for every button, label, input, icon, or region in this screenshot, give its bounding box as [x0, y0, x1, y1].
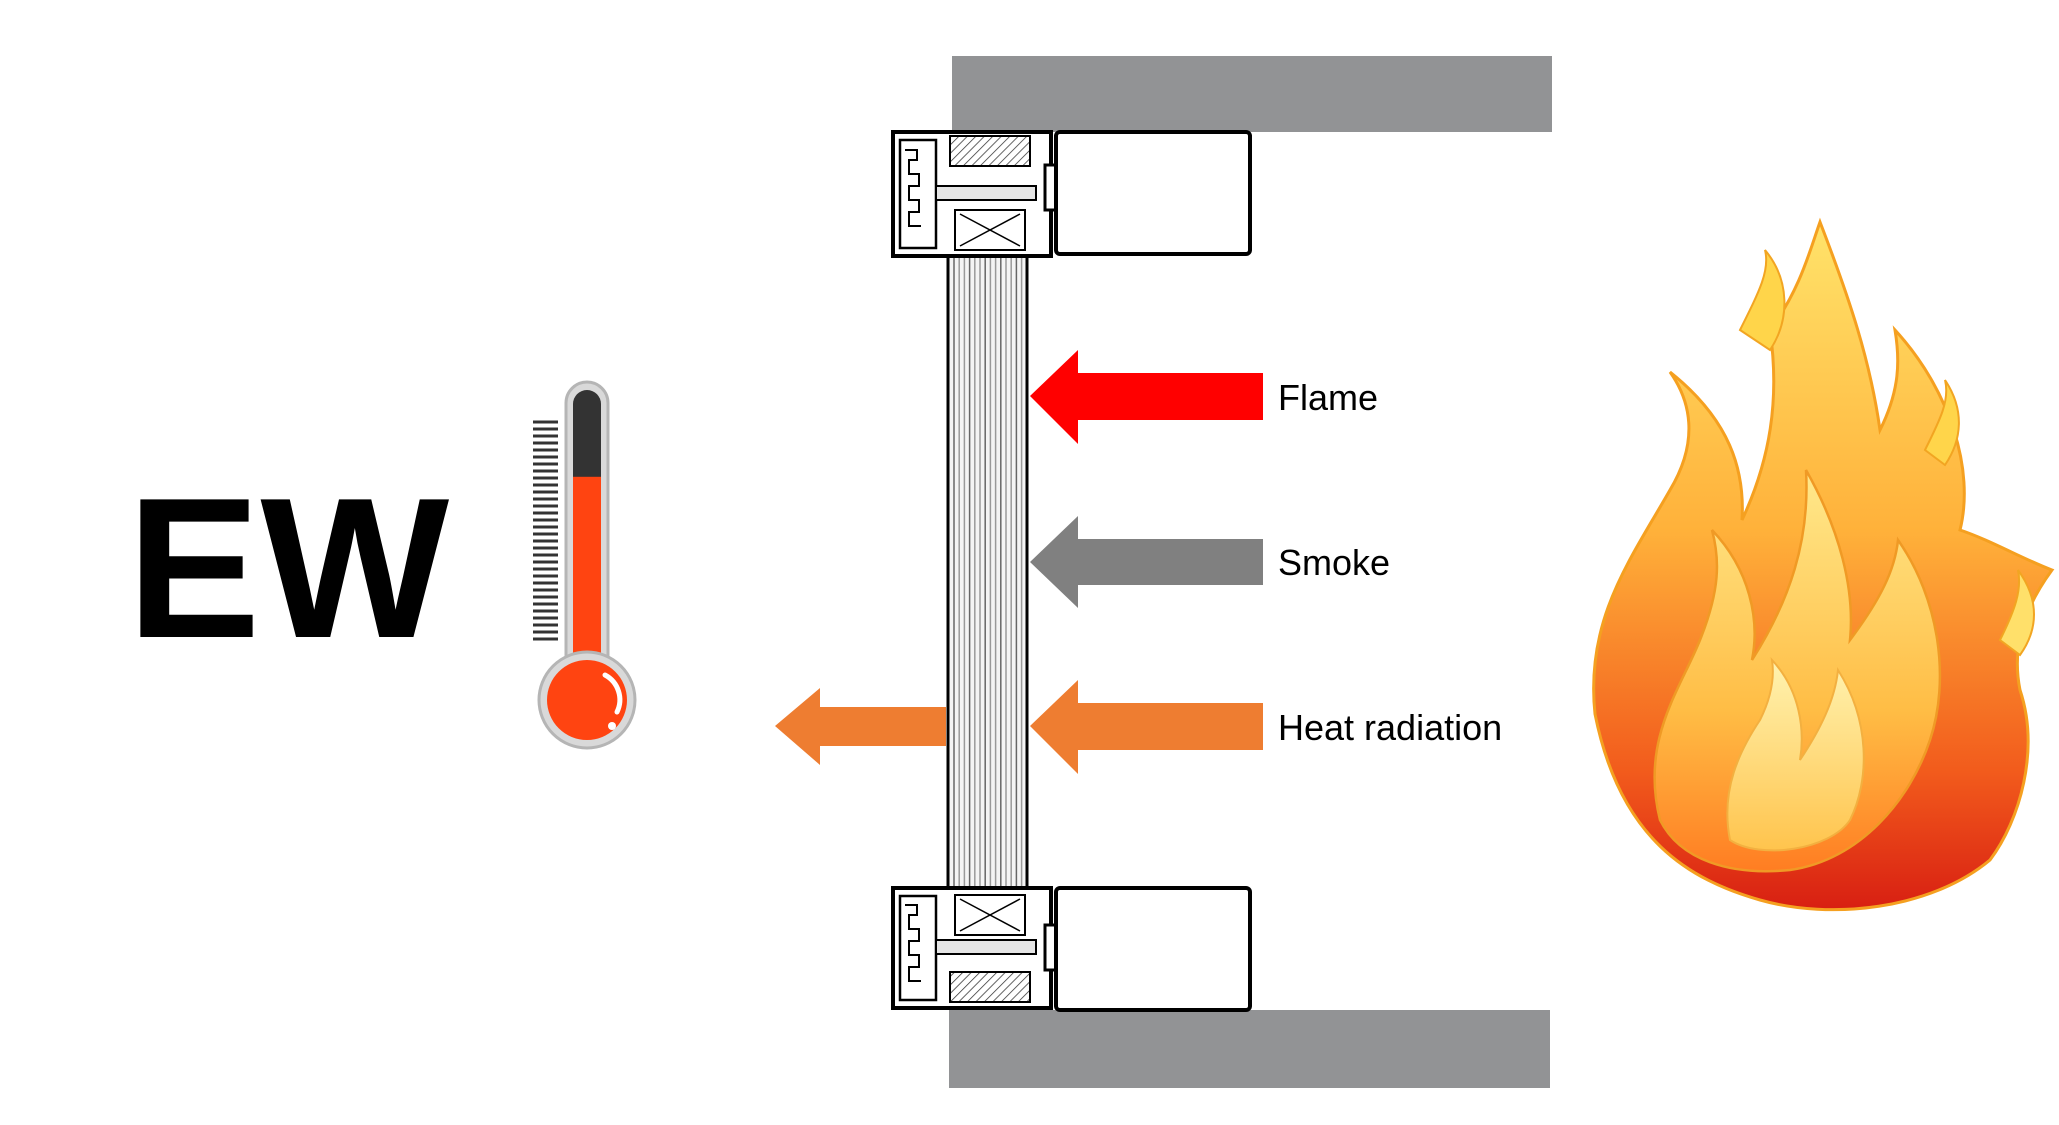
- glazing-panel: [946, 223, 1029, 922]
- top-frame-profile: [891, 130, 1252, 258]
- heat-radiation-arrow-in: [1030, 680, 1263, 774]
- flame-label: Flame: [1278, 377, 1378, 418]
- smoke-label: Smoke: [1278, 542, 1390, 583]
- smoke-arrow: [1030, 516, 1263, 608]
- flame-arrow: [1030, 350, 1263, 444]
- heat-radiation-label: Heat radiation: [1278, 707, 1502, 748]
- thermometer-icon: [533, 380, 637, 750]
- bottom-frame-profile: [891, 886, 1252, 1012]
- rating-label: EW: [127, 457, 449, 680]
- thermometer-scale: [533, 420, 558, 641]
- fire-icon: [1592, 217, 2055, 912]
- upper-wall: [952, 56, 1552, 132]
- heat-radiation-arrow-out: [775, 688, 946, 765]
- lower-wall: [949, 1010, 1550, 1088]
